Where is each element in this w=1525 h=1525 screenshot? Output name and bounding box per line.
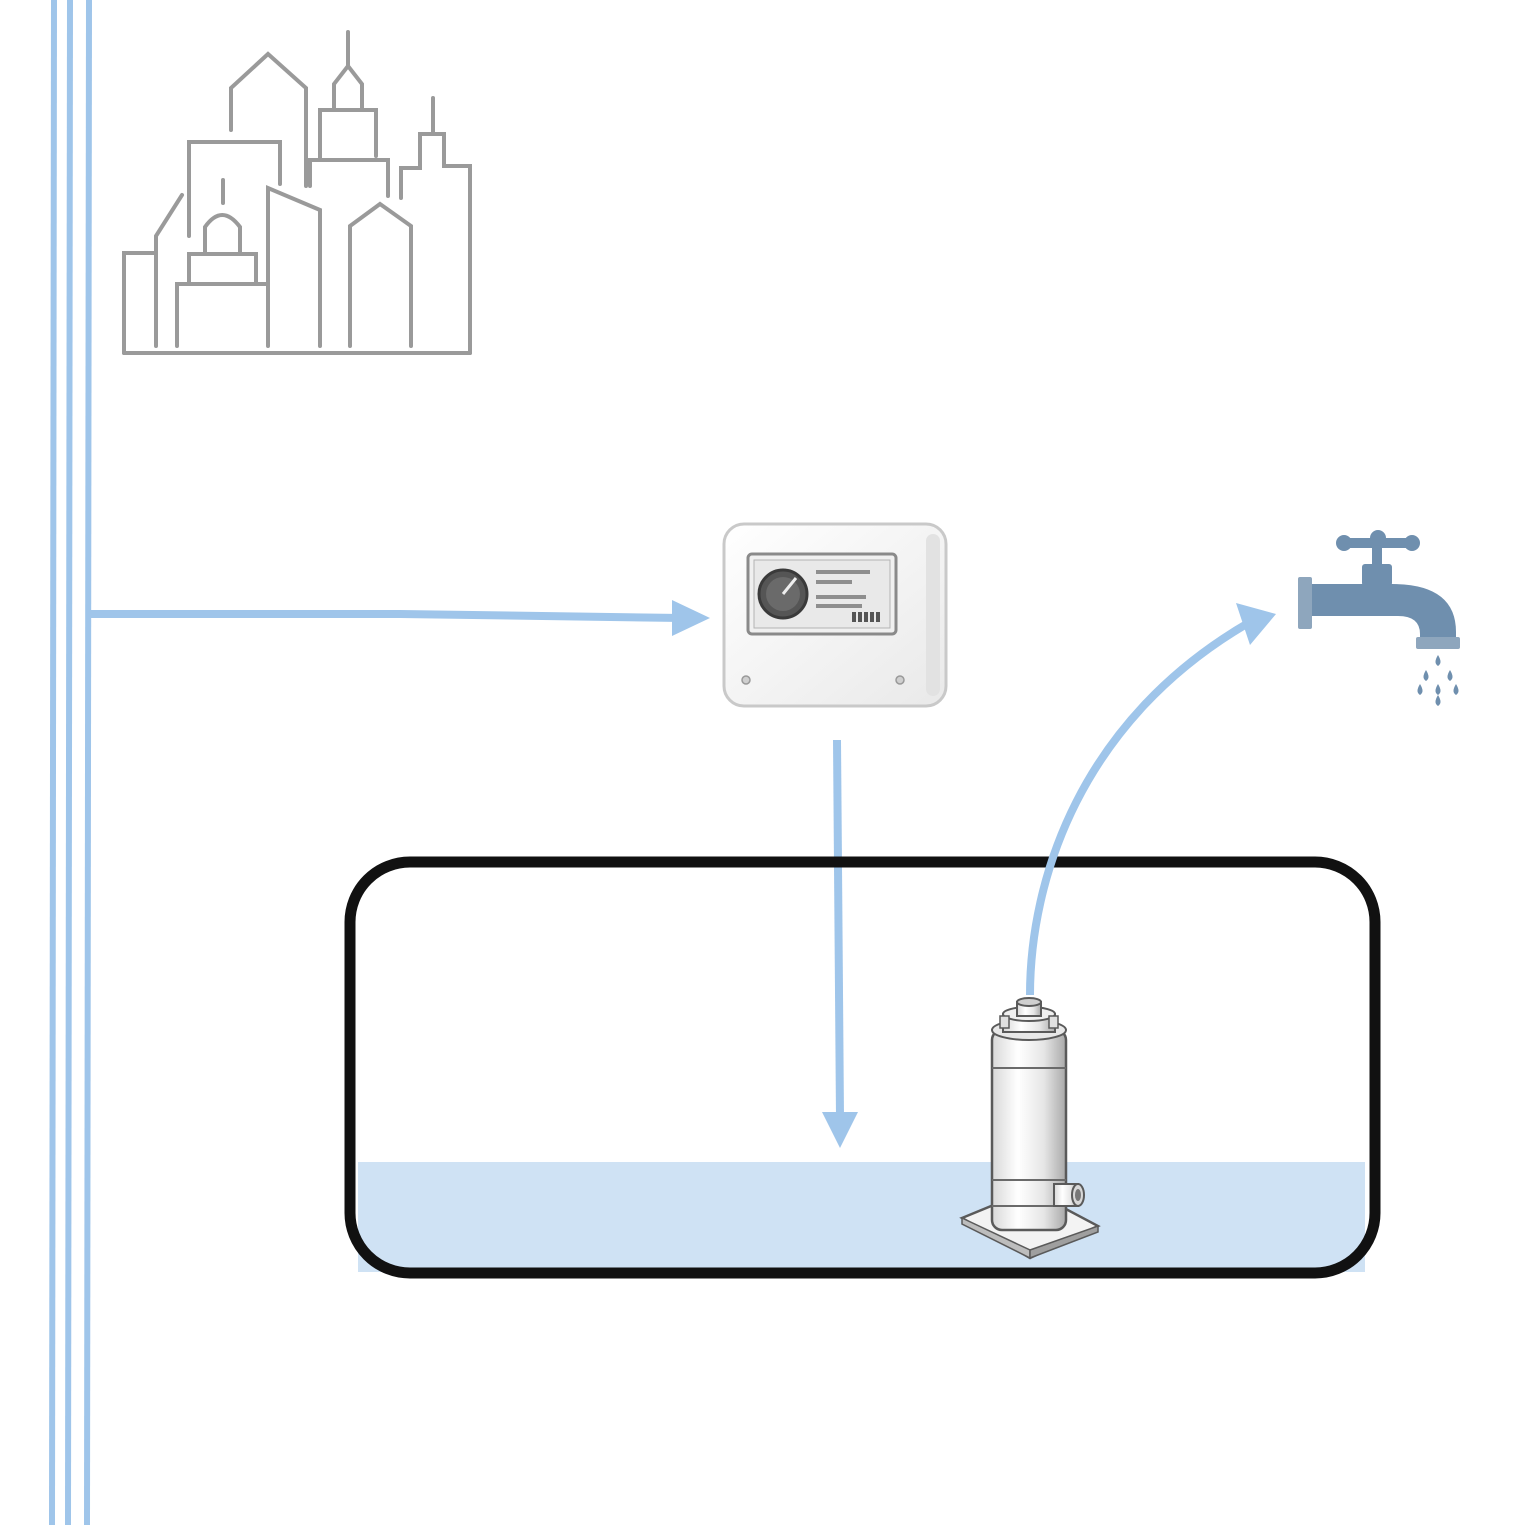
tank-icon <box>344 856 1381 1279</box>
controller-box-icon <box>722 522 948 708</box>
tank-water <box>358 1162 1365 1272</box>
controller-to-tank-arrow <box>822 739 858 1148</box>
pump-to-faucet-arrow <box>1026 603 1276 996</box>
pipe-to-controller-arrow <box>90 600 710 636</box>
submersible-pump-icon <box>959 997 1101 1260</box>
main-water-pipe <box>49 0 92 1525</box>
tank-outline <box>344 856 1381 1279</box>
faucet-icon <box>1298 530 1460 706</box>
city-skyline-icon <box>122 30 472 355</box>
